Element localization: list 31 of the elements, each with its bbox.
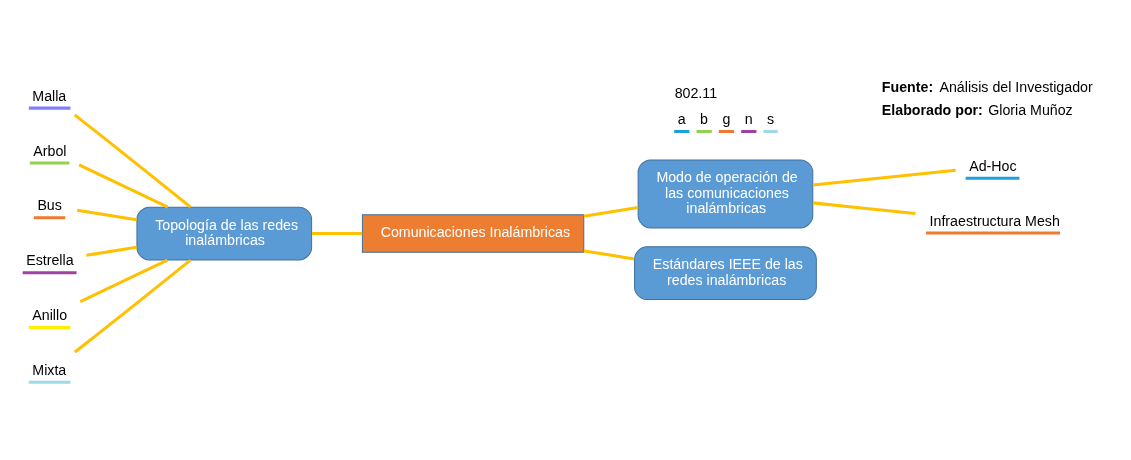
label: Fuente: Análisis del Investigador bbox=[881, 78, 1093, 95]
node-box: Topología de las redes inalámbricas bbox=[136, 206, 313, 261]
node-text: Ad-Hoc bbox=[969, 157, 1017, 174]
label: g bbox=[722, 111, 731, 128]
label: Elaborado por: Gloria Muñoz bbox=[881, 101, 1073, 118]
node-text: Anillo bbox=[32, 307, 68, 324]
connector bbox=[86, 245, 137, 257]
label: n bbox=[744, 111, 753, 128]
node-text: Bus bbox=[37, 197, 62, 214]
connector bbox=[812, 168, 956, 187]
connector bbox=[73, 258, 192, 354]
connector bbox=[583, 206, 639, 218]
connector bbox=[583, 249, 635, 261]
node-box: Comunicaciones Inalámbricas bbox=[361, 214, 585, 253]
label: a bbox=[677, 111, 686, 128]
node-text: Arbol bbox=[33, 142, 67, 159]
node-box: Estándares IEEE de las redes inalámbricas bbox=[634, 246, 817, 301]
label: s bbox=[767, 111, 775, 128]
node-text: Infraestructura Mesh bbox=[929, 212, 1060, 229]
connector bbox=[79, 258, 169, 304]
node-text: Mixta bbox=[32, 361, 67, 378]
connector bbox=[78, 163, 169, 209]
node-text: Malla bbox=[32, 87, 67, 104]
label: b bbox=[700, 111, 708, 128]
connector bbox=[812, 201, 916, 215]
connector bbox=[311, 232, 363, 236]
label: 802.11 bbox=[674, 84, 718, 101]
connector bbox=[73, 113, 192, 209]
connector bbox=[76, 208, 137, 222]
node-box: Modo de operación de las comunicaciones inalámbricas bbox=[637, 159, 814, 229]
node-text: Estrella bbox=[26, 252, 74, 269]
